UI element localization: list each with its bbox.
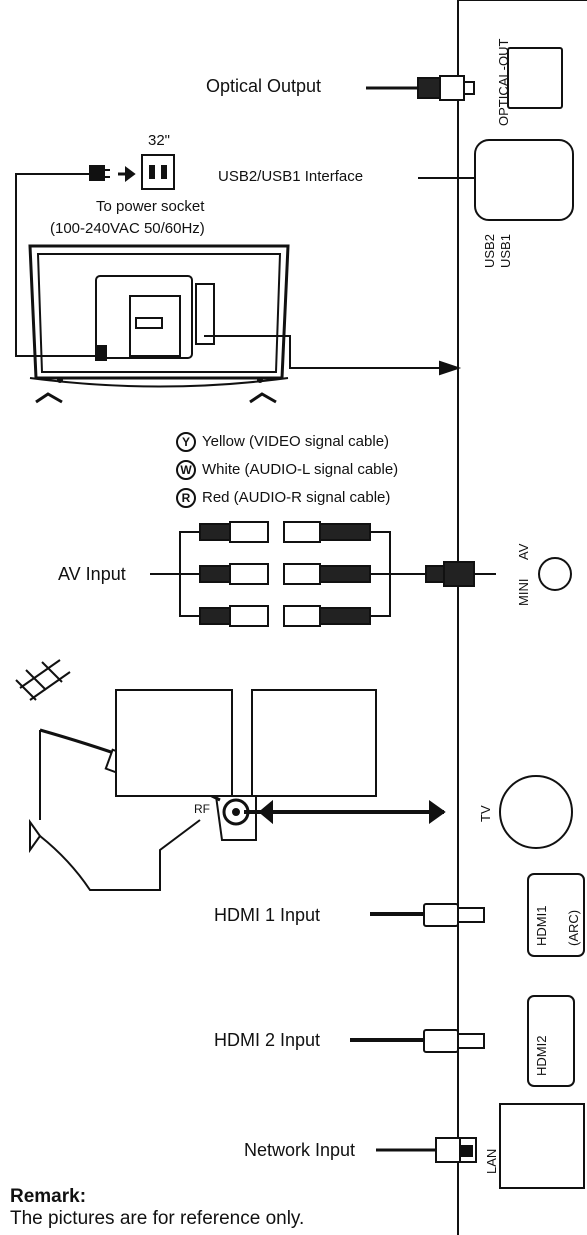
legend-red: R Red (AUDIO-R signal cable)	[176, 488, 390, 508]
antenna-rf-diagram	[15, 659, 573, 891]
legend-text: White (AUDIO-L signal cable)	[202, 460, 399, 478]
usb-interface-label: USB2/USB1 Interface	[218, 168, 364, 185]
legend-badge: W	[176, 460, 196, 480]
usb-port	[474, 139, 574, 221]
hdmi2-input-label: HDMI 2 Input	[214, 1030, 321, 1050]
screen-size-label: 32"	[148, 132, 171, 149]
power-plug-icon	[15, 154, 175, 357]
legend-badge: R	[176, 488, 196, 508]
tv-port-label: TV	[478, 805, 493, 822]
av-cable-diagram	[150, 521, 572, 627]
remark-title: Remark:	[10, 1186, 87, 1207]
usb2-label: USB2	[482, 234, 497, 268]
hdmi1-cable	[370, 873, 585, 957]
av-port-label: AV	[516, 543, 531, 560]
tv-rear-view	[28, 244, 290, 404]
hdmi1-input-label: HDMI 1 Input	[214, 905, 321, 925]
power-socket-label: To power socket	[96, 198, 205, 215]
network-input-label: Network Input	[244, 1140, 356, 1160]
hdmi2-cable	[350, 995, 575, 1087]
hdmi1-port-label: HDMI1	[534, 905, 549, 946]
optical-output-label: Optical Output	[206, 76, 322, 96]
hdmi2-port-label: HDMI2	[534, 1035, 549, 1076]
legend-yellow: Y Yellow (VIDEO signal cable)	[176, 432, 389, 452]
arc-label: (ARC)	[566, 909, 581, 946]
legend-badge: Y	[176, 432, 196, 452]
legend-white: W White (AUDIO-L signal cable)	[176, 460, 398, 480]
power-voltage-label: (100-240VAC 50/60Hz)	[50, 220, 205, 237]
rf-label: RF	[194, 802, 210, 816]
usb1-label: USB1	[498, 234, 513, 268]
legend-text: Red (AUDIO-R signal cable)	[202, 488, 391, 506]
legend-text: Yellow (VIDEO signal cable)	[202, 432, 390, 450]
lan-port-label: LAN	[484, 1148, 499, 1174]
optical-port-label: OPTICAL-OUT	[496, 38, 511, 126]
optical-connector	[366, 75, 475, 101]
lan-cable	[376, 1103, 585, 1189]
optical-port	[507, 47, 563, 109]
remark-text: The pictures are for reference only.	[10, 1208, 305, 1229]
av-input-label: AV Input	[58, 564, 126, 584]
mini-label: MINI	[516, 578, 531, 606]
